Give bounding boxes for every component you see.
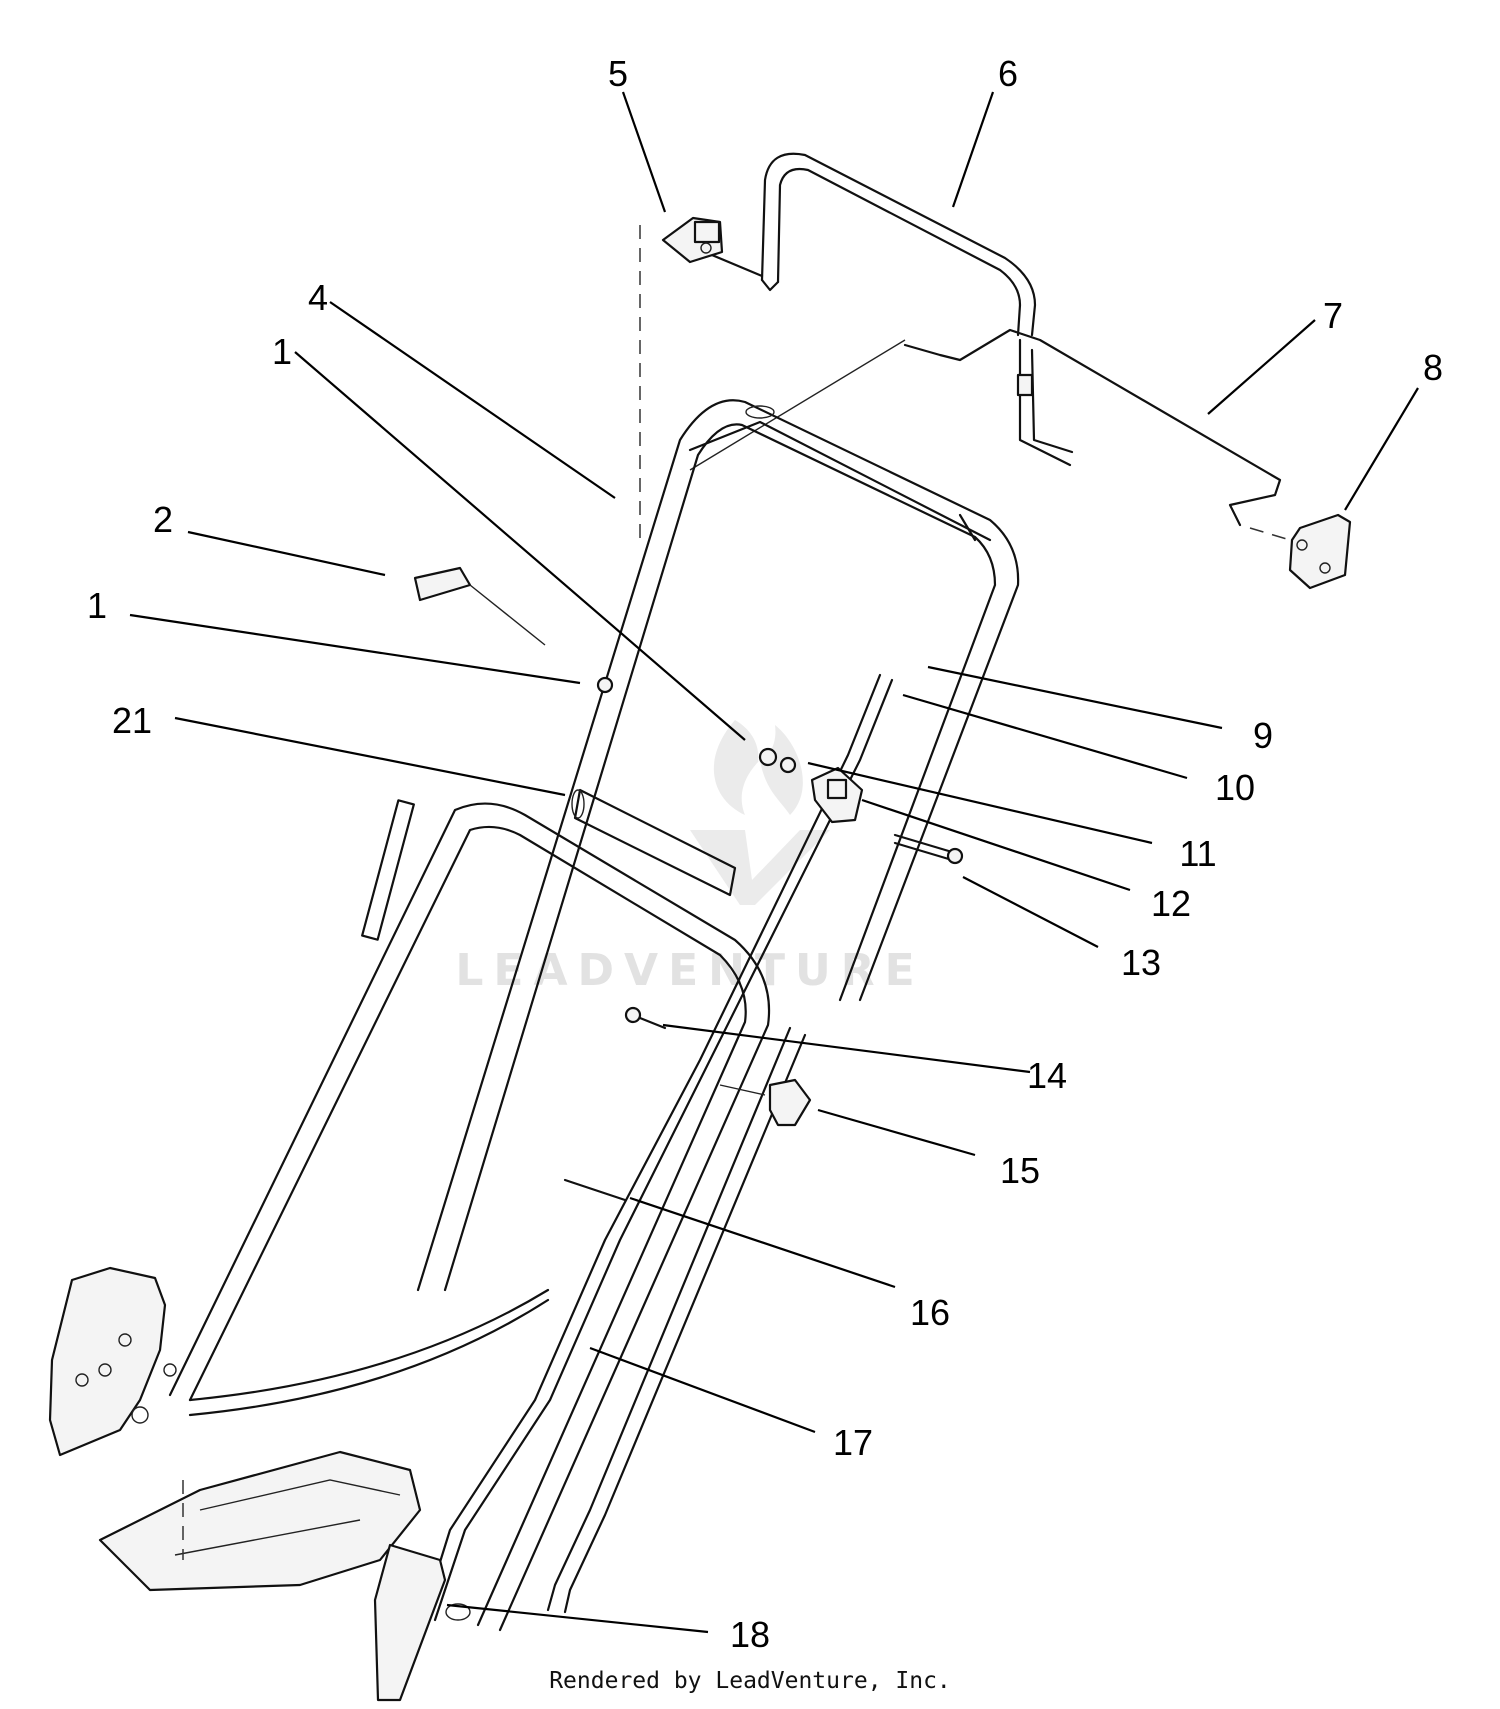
watermark-text: LEADVENTURE — [455, 945, 924, 996]
render-credit: Rendered by LeadVenture, Inc. — [549, 1668, 951, 1694]
callout-labels: 5 6 4 1 7 8 2 1 21 9 10 11 12 13 14 15 1… — [87, 53, 1443, 1655]
tie-16 — [563, 1178, 627, 1202]
knob-group — [624, 1006, 812, 1127]
callout-10: 10 — [1215, 767, 1255, 808]
right-bracket — [1249, 513, 1352, 590]
upper-handle — [416, 399, 1020, 1292]
callout-21: 21 — [112, 700, 152, 741]
callout-16: 16 — [910, 1292, 950, 1333]
callout-9: 9 — [1253, 715, 1273, 756]
callout-5: 5 — [608, 53, 628, 94]
callout-2: 2 — [153, 499, 173, 540]
callout-15: 15 — [1000, 1150, 1040, 1191]
deck-flap — [98, 1450, 447, 1702]
lower-handle — [168, 799, 807, 1632]
switch-group — [758, 747, 864, 824]
foam-grip — [571, 788, 737, 897]
callout-12: 12 — [1151, 883, 1191, 924]
callout-18: 18 — [730, 1614, 770, 1655]
callout-1-lower: 1 — [87, 585, 107, 626]
bolt-13 — [893, 833, 964, 865]
callout-11: 11 — [1179, 833, 1216, 874]
left-hardware — [413, 566, 614, 694]
callout-1-upper: 1 — [272, 331, 292, 372]
switch-bracket — [639, 216, 724, 545]
callout-13: 13 — [1121, 942, 1161, 983]
callout-4: 4 — [308, 277, 328, 318]
callout-7: 7 — [1323, 295, 1343, 336]
callout-8: 8 — [1423, 347, 1443, 388]
callout-14: 14 — [1027, 1055, 1067, 1096]
watermark: LEADVENTURE — [455, 720, 924, 996]
callout-6: 6 — [998, 53, 1018, 94]
control-rod — [689, 328, 1282, 527]
leader-lines — [129, 91, 1419, 1634]
callout-17: 17 — [833, 1422, 873, 1463]
side-plate — [48, 1266, 177, 1457]
bail-bar — [698, 152, 1037, 337]
cable — [188, 673, 894, 1622]
